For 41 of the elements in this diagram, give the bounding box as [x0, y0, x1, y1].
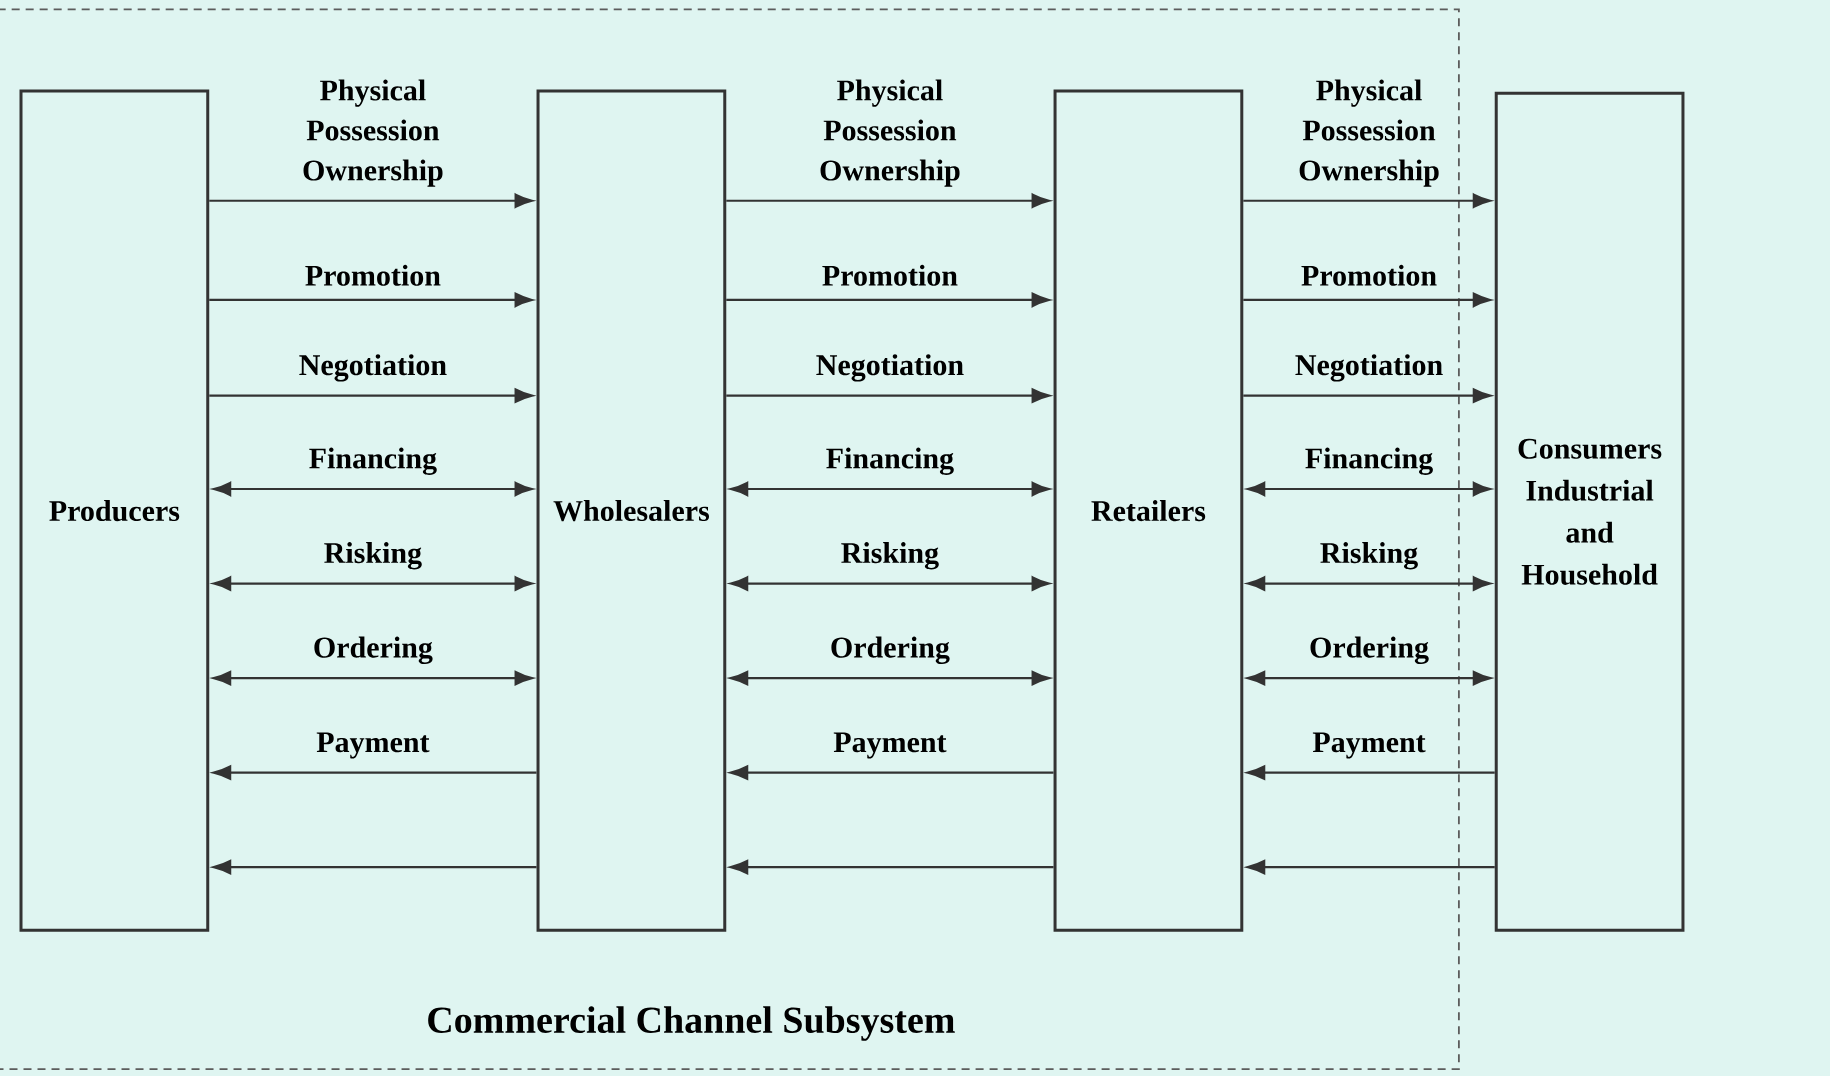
entity-box: Retailers: [1053, 89, 1244, 932]
arrow: [1243, 193, 1492, 208]
arrow: [212, 670, 533, 686]
arrow: [1243, 292, 1492, 308]
edge-label: Financing: [826, 447, 954, 475]
edge-label: Ordering: [1310, 636, 1429, 664]
edge-label: Payment: [1312, 732, 1426, 759]
edge-label: Promotion: [822, 264, 958, 286]
arrow: [1246, 859, 1495, 875]
entity-box: Consumers Industrial and Household: [1494, 91, 1685, 932]
edge-label: Physical Possession Ownership: [820, 79, 960, 187]
edge-label: Negotiation: [816, 354, 964, 382]
edge-label: Financing: [1305, 447, 1433, 475]
edge-label: Risking: [324, 542, 422, 570]
arrow: [1246, 765, 1495, 780]
edge-label: Negotiation: [299, 354, 447, 382]
edge-label: Ordering: [831, 636, 950, 664]
arrow: [1246, 670, 1492, 686]
arrow: [212, 481, 533, 497]
edge-label: Ordering: [314, 636, 433, 664]
arrow: [1243, 388, 1492, 403]
edge-label: Negotiation: [1295, 354, 1443, 382]
edge-label: Payment: [316, 732, 430, 759]
edge-label: Risking: [1320, 542, 1418, 570]
edge-label: Promotion: [1301, 264, 1437, 286]
arrow: [729, 481, 1050, 497]
arrow: [209, 292, 533, 308]
arrow: [729, 765, 1054, 780]
entity-box: Wholesalers: [536, 89, 727, 932]
edge-label: Financing: [309, 447, 437, 475]
edge-label: Physical Possession Ownership: [1299, 79, 1439, 187]
edge-label: Risking: [841, 542, 939, 570]
arrow: [729, 859, 1054, 875]
entity-box: Producers: [19, 89, 210, 932]
arrow: [212, 859, 537, 875]
edge-label: Payment: [833, 732, 947, 759]
arrow: [1246, 481, 1492, 497]
edge-label: Promotion: [305, 264, 441, 286]
arrow: [726, 292, 1050, 308]
edge-label: Physical Possession Ownership: [303, 79, 443, 187]
arrow: [212, 765, 537, 780]
